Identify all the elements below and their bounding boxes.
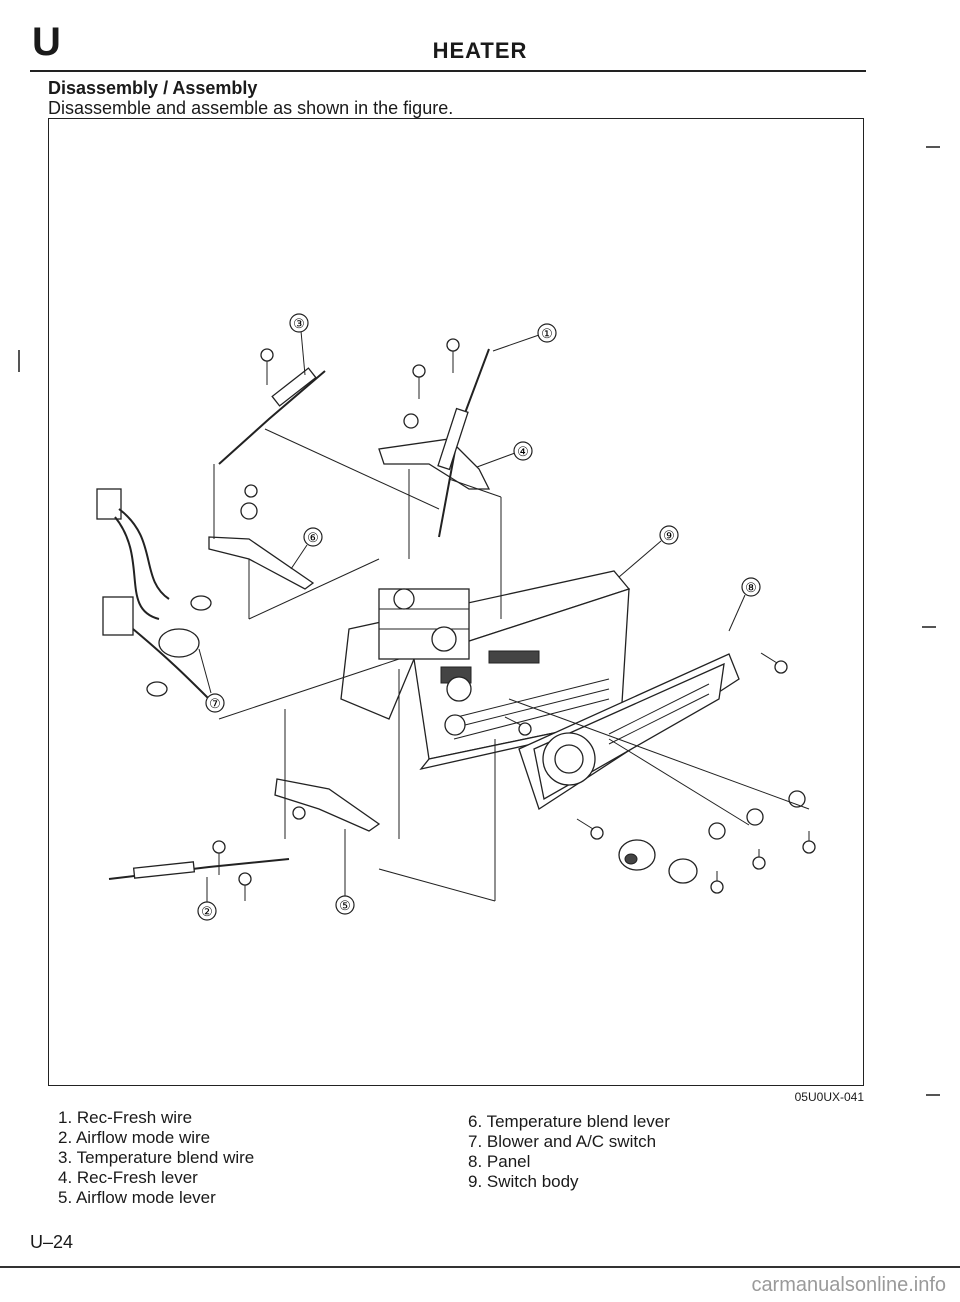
gear-assembly	[378, 588, 470, 660]
parts-list-item: 4. Rec-Fresh lever	[58, 1168, 198, 1187]
callout-8: ⑧	[728, 577, 761, 632]
parts-list-item: 7. Blower and A/C switch	[468, 1132, 657, 1151]
svg-text:①: ①	[541, 326, 553, 341]
section-instruction: Disassemble and assemble as shown in the…	[48, 98, 454, 118]
parts-list-item: 6. Temperature blend lever	[468, 1112, 670, 1131]
callout-5: ⑤	[335, 829, 355, 915]
parts-list-right: 6. Temperature blend lever 7. Blower and…	[468, 1112, 670, 1192]
margin-mark	[18, 350, 20, 372]
callout-3: ③	[289, 313, 309, 376]
margin-mark	[922, 626, 936, 628]
svg-text:④: ④	[517, 444, 529, 459]
figure-code: 05U0UX-041	[794, 1090, 864, 1104]
levers	[208, 413, 491, 832]
page-title: HEATER	[432, 38, 528, 63]
parts-list-item: 9. Switch body	[468, 1172, 579, 1191]
switch-body	[340, 570, 631, 771]
svg-text:⑧: ⑧	[745, 580, 757, 595]
cables	[108, 348, 490, 880]
panel	[518, 653, 740, 811]
wiring-harness	[96, 488, 212, 700]
parts-list-item: 8. Panel	[468, 1152, 531, 1171]
svg-text:⑥: ⑥	[307, 530, 319, 545]
margin-mark	[926, 146, 940, 148]
exploded-view-figure: ① ② ③ ④ ⑤ ⑥ ⑦ ⑧	[48, 118, 864, 1086]
callout-1: ①	[492, 323, 557, 352]
parts-list-item: 3. Temperature blend wire	[58, 1148, 255, 1167]
svg-text:③: ③	[293, 316, 305, 331]
svg-text:⑤: ⑤	[339, 898, 351, 913]
callout-4: ④	[476, 441, 533, 468]
svg-text:⑦: ⑦	[209, 696, 221, 711]
parts-list-item: 5. Airflow mode lever	[58, 1188, 216, 1207]
parts-list-item: 2. Airflow mode wire	[58, 1128, 211, 1147]
callout-9: ⑨	[618, 525, 679, 578]
watermark[interactable]: carmanualsonline.info	[751, 1274, 946, 1296]
section-heading: Disassembly / Assembly	[48, 78, 258, 98]
guide-lines	[213, 428, 810, 902]
parts-list-left: 1. Rec-Fresh wire 2. Airflow mode wire 3…	[58, 1108, 254, 1208]
svg-text:⑨: ⑨	[663, 528, 675, 543]
margin-mark	[926, 1094, 940, 1096]
header-rule	[30, 70, 866, 72]
parts-list-item: 1. Rec-Fresh wire	[58, 1108, 193, 1127]
page-number: U–24	[30, 1232, 74, 1252]
svg-text:②: ②	[201, 904, 213, 919]
callout-7: ⑦	[198, 648, 225, 713]
section-letter: U	[32, 20, 61, 64]
callout-6: ⑥	[290, 527, 323, 570]
screws	[212, 338, 816, 901]
footer-rule	[0, 1266, 960, 1268]
exploded-view-drawing: ① ② ③ ④ ⑤ ⑥ ⑦ ⑧	[96, 313, 816, 921]
callout-2: ②	[197, 877, 217, 921]
knobs	[618, 839, 698, 884]
